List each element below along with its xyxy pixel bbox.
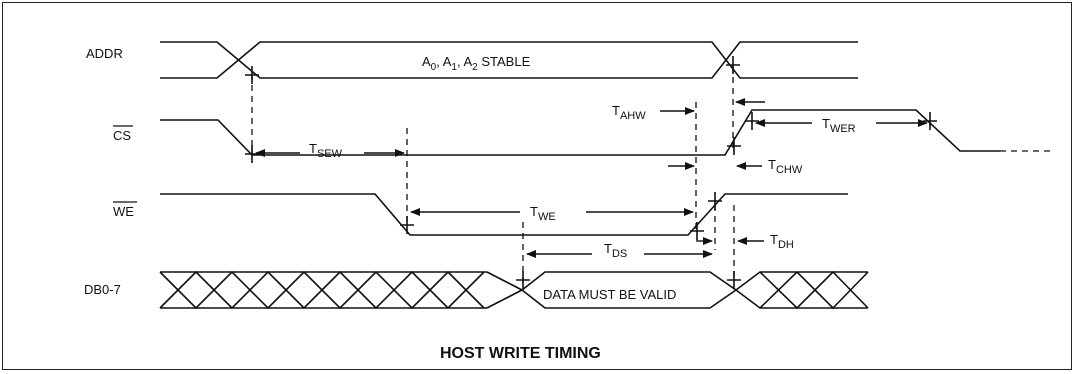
diagram-title: HOST WRITE TIMING (440, 345, 601, 362)
addr-waveform (160, 41, 858, 79)
t-we-label: TWE (530, 204, 556, 223)
cs-label-group: CS (113, 125, 133, 143)
we-label: WE (113, 204, 134, 219)
diagram-frame (2, 2, 1072, 370)
we-label-group: WE (113, 201, 137, 219)
db-label: DB0-7 (84, 282, 121, 297)
db-bus (159, 270, 869, 310)
data-valid-text: DATA MUST BE VALID (543, 287, 676, 302)
t-sew-label: TSEW (309, 141, 343, 160)
t-wer-label: TWER (822, 116, 856, 135)
cs-waveform (160, 109, 1000, 156)
addr-label: ADDR (86, 46, 123, 61)
t-ahw-label: TAHW (612, 103, 646, 122)
t-dh-label: TDH (770, 232, 794, 251)
we-waveform (160, 193, 848, 236)
addr-stable-text: A0, A1, A2 STABLE (422, 54, 531, 73)
t-ds-label: TDS (604, 241, 627, 260)
t-chw-label: TCHW (768, 157, 803, 176)
cs-label: CS (113, 128, 131, 143)
